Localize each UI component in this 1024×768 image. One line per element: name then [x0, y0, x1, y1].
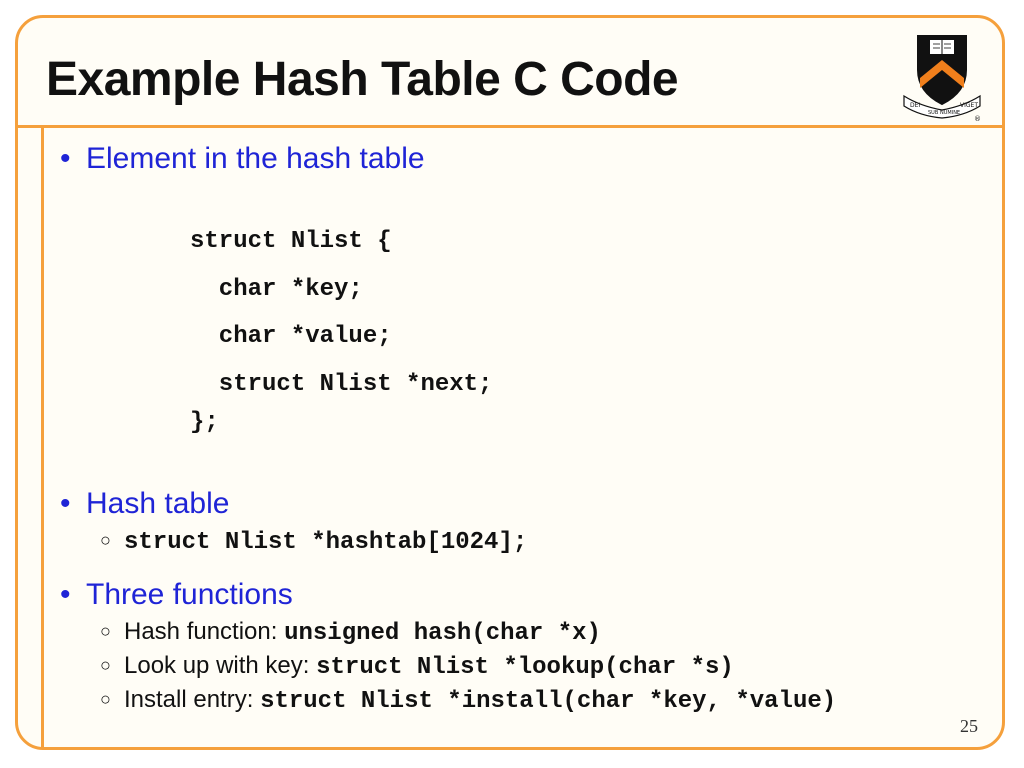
sub-bullet-ring: ○ — [100, 530, 111, 550]
motto-viget: VIGET — [960, 102, 978, 109]
sub-bullet-ring: ○ — [100, 621, 111, 641]
motto-numine: NUMINE — [940, 110, 960, 116]
motto-sub: SUB — [928, 110, 939, 116]
left-rule — [41, 128, 44, 748]
bullet-dot: • — [60, 142, 71, 175]
bullet-text: Hash table — [86, 487, 230, 520]
title-divider — [15, 125, 1005, 128]
bullet-text: Three functions — [86, 578, 293, 611]
sub-bullet-ring: ○ — [100, 689, 111, 709]
slide-title: Example Hash Table C Code — [46, 53, 679, 106]
page-number: 25 — [960, 716, 978, 736]
code-line: struct Nlist { — [190, 228, 392, 255]
sub-code: struct Nlist *lookup(char *s) — [316, 654, 734, 681]
bullet-text: Element in the hash table — [86, 142, 425, 175]
code-line: struct Nlist *next; — [190, 371, 493, 398]
registered-mark: ® — [974, 115, 981, 122]
sub-bullet-hash-function: ○ Hash function: unsigned hash(char *x) — [100, 618, 601, 647]
princeton-shield-logo: DEI SUB NUMINE VIGET ® — [900, 30, 984, 123]
sub-label: Hash function: — [124, 618, 285, 645]
sub-label: Look up with key: — [124, 652, 317, 679]
bullet-dot: • — [60, 487, 71, 520]
sub-bullet-hashtab: ○ struct Nlist *hashtab[1024]; — [100, 527, 527, 556]
sub-bullet-ring: ○ — [100, 655, 111, 675]
code-line: }; — [190, 409, 219, 436]
sub-label: Install entry: — [124, 686, 261, 713]
slide-frame — [15, 15, 1005, 750]
bullet-element: • Element in the hash table — [60, 142, 425, 176]
code-line: char *key; — [190, 276, 363, 303]
bullet-hash-table: • Hash table — [60, 487, 229, 521]
sub-code: unsigned hash(char *x) — [284, 620, 601, 647]
sub-bullet-lookup: ○ Look up with key: struct Nlist *lookup(… — [100, 652, 734, 681]
code-line: char *value; — [190, 323, 392, 350]
bullet-functions: • Three functions — [60, 578, 293, 612]
sub-bullet-install: ○ Install entry: struct Nlist *install(ch… — [100, 686, 836, 715]
sub-code: struct Nlist *install(char *key, *value) — [260, 688, 837, 715]
sub-code: struct Nlist *hashtab[1024]; — [124, 529, 528, 556]
motto-dei: DEI — [910, 102, 920, 109]
bullet-dot: • — [60, 578, 71, 611]
